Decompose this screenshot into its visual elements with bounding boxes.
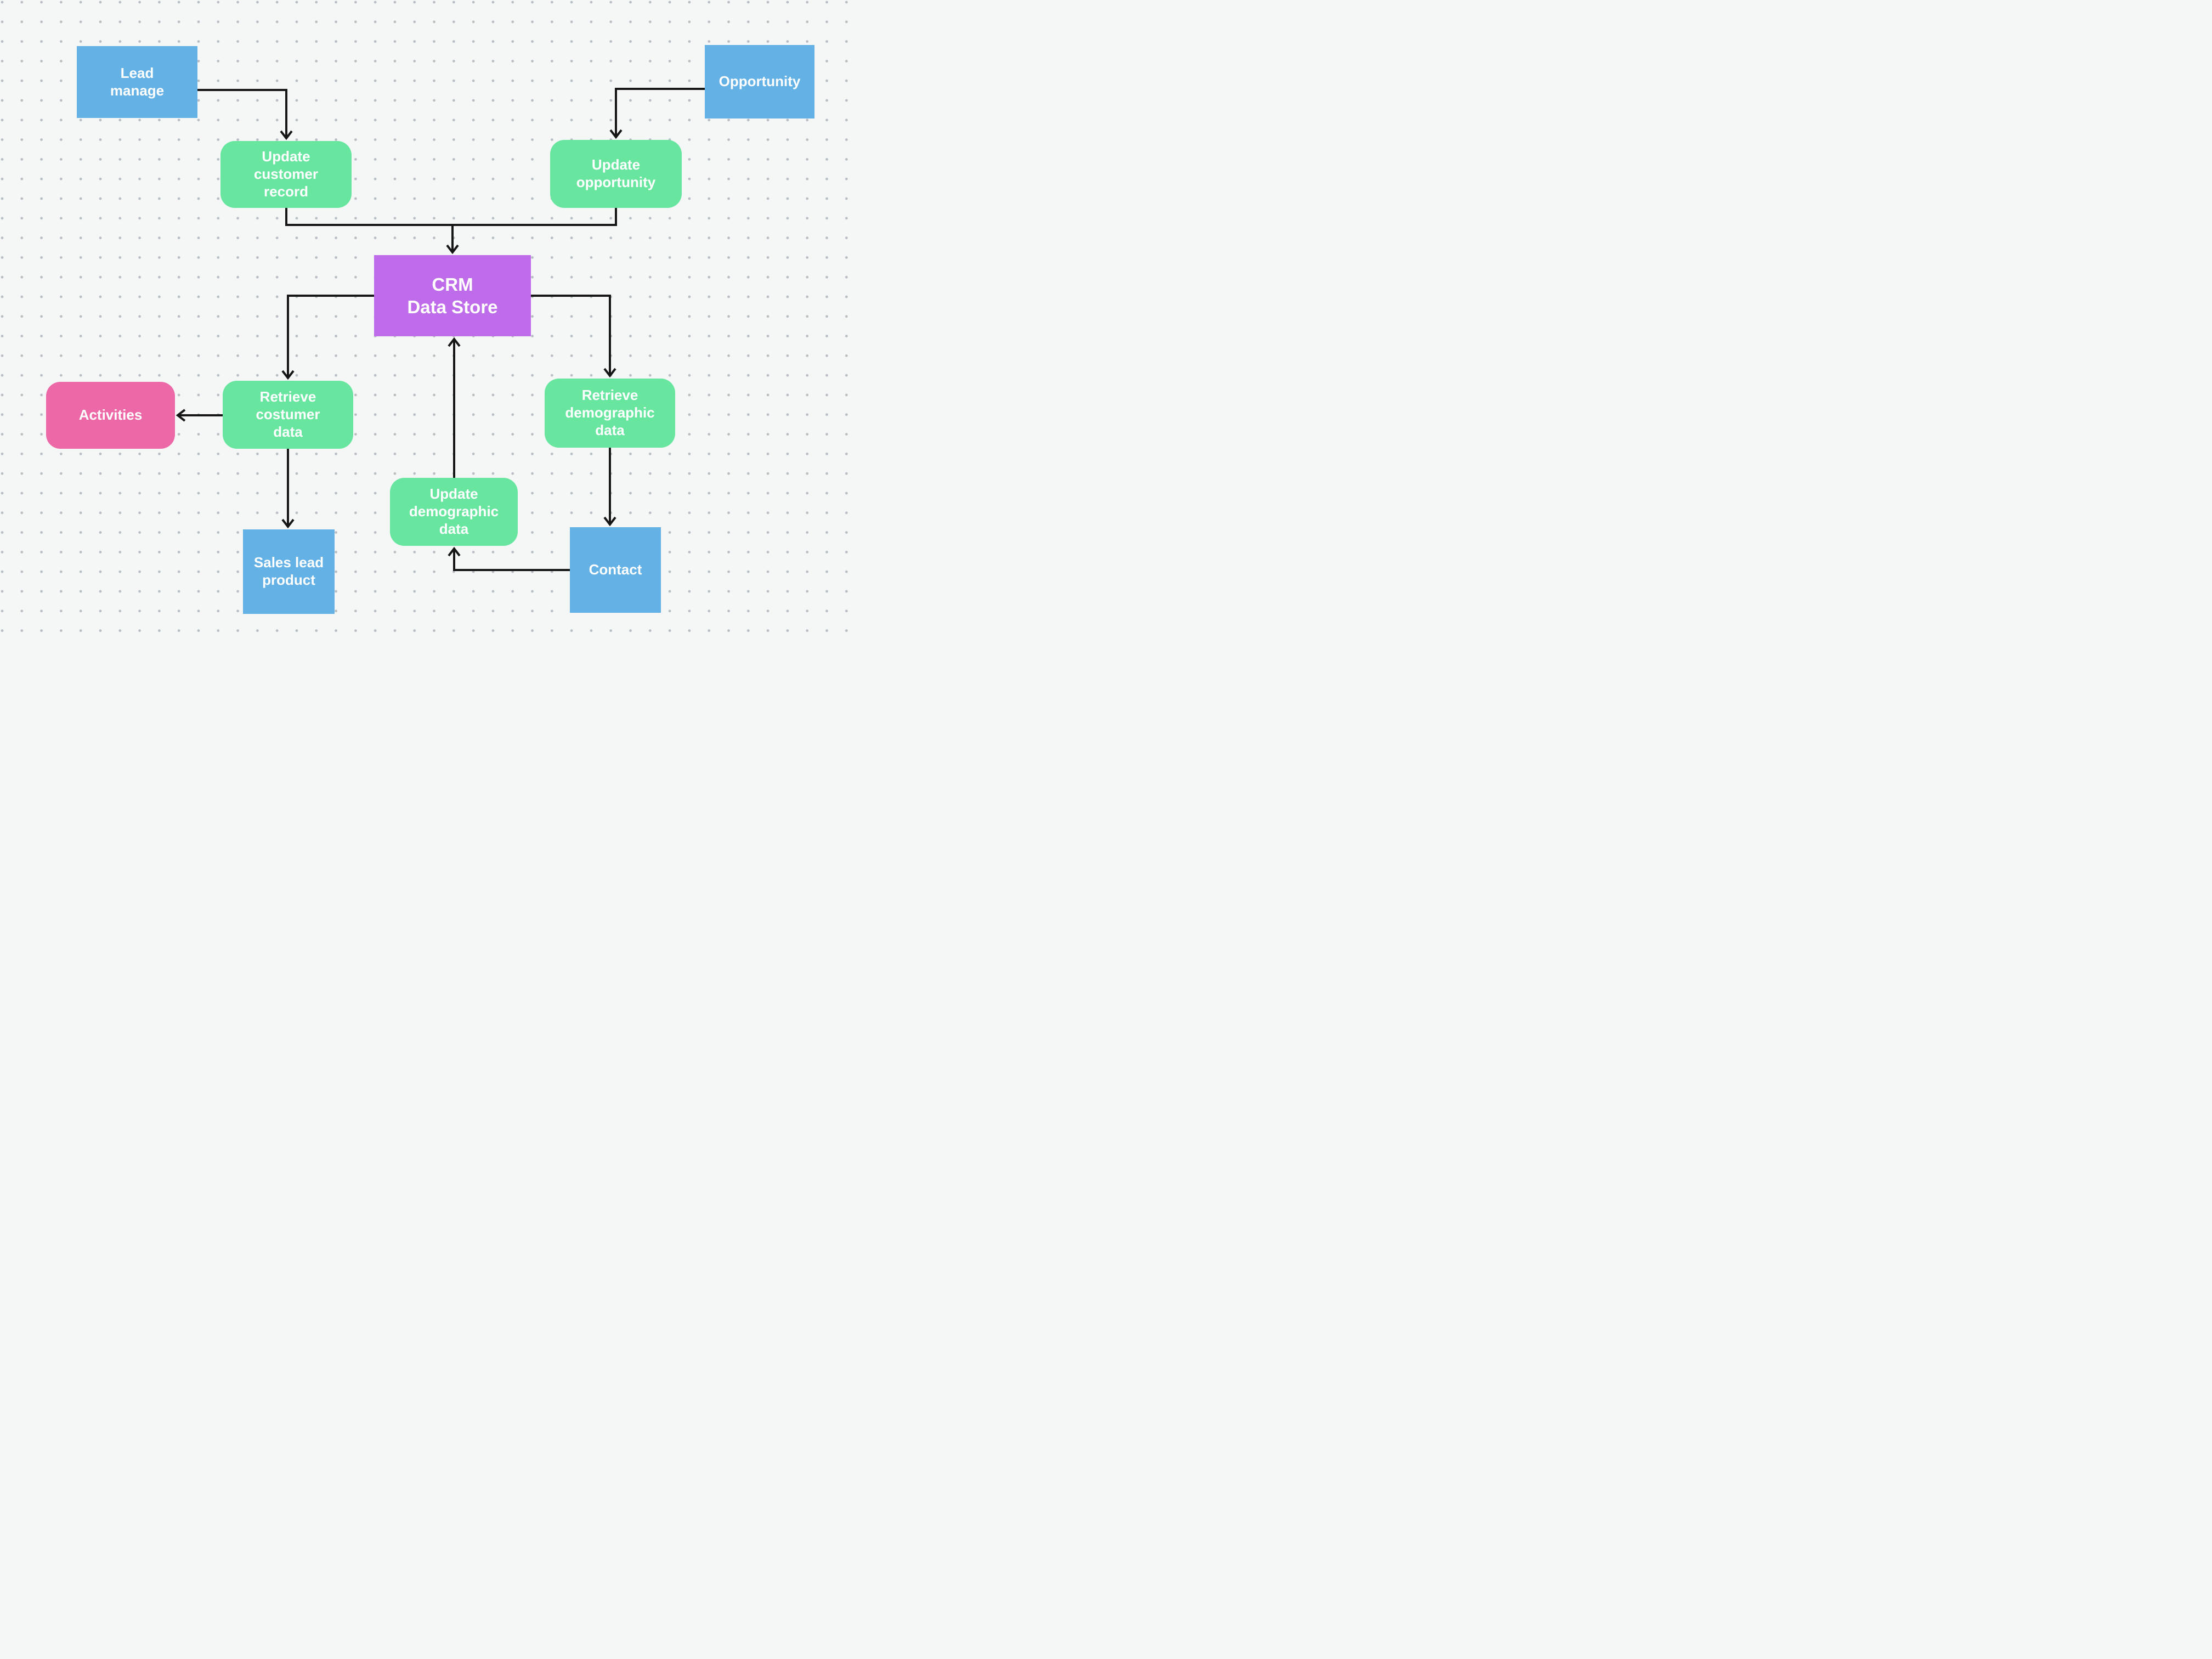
edge-crm-to-retrieve-costumer-data bbox=[281, 295, 374, 380]
node-lead-manage: Lead manage bbox=[77, 46, 197, 118]
node-label-update-demographic-data: Update demographic data bbox=[409, 486, 499, 537]
node-activities: Activities bbox=[46, 382, 175, 449]
node-sales-lead-product: Sales lead product bbox=[243, 529, 335, 614]
node-label-retrieve-demographic-data: Retrieve demographic data bbox=[565, 387, 655, 438]
node-label-update-opportunity: Update opportunity bbox=[576, 156, 656, 190]
connector-layer bbox=[176, 88, 705, 571]
node-label-activities: Activities bbox=[78, 407, 143, 424]
node-label-crm-data-store: CRM Data Store bbox=[407, 274, 498, 317]
node-label-contact: Contact bbox=[589, 561, 642, 578]
node-update-customer-record: Update customer record bbox=[220, 141, 352, 208]
node-retrieve-demographic-data: Retrieve demographic data bbox=[545, 379, 675, 448]
edge-lead-manage-to-update-customer-record bbox=[197, 89, 293, 140]
node-label-retrieve-costumer-data: Retrieve costumer data bbox=[256, 388, 320, 440]
node-opportunity: Opportunity bbox=[705, 45, 814, 119]
edge-opportunity-to-update-opportunity bbox=[609, 88, 705, 139]
edge-crm-to-retrieve-demographic-data bbox=[531, 295, 616, 378]
node-label-lead-manage: Lead manage bbox=[110, 64, 165, 99]
node-label-update-customer-record: Update customer record bbox=[253, 148, 319, 200]
node-crm-data-store: CRM Data Store bbox=[374, 255, 531, 336]
node-label-sales-lead-product: Sales lead product bbox=[253, 554, 324, 588]
edge-update-processes-merge-connector bbox=[285, 208, 617, 226]
edge-contact-to-update-demographic-data bbox=[448, 546, 570, 571]
node-update-demographic-data: Update demographic data bbox=[390, 478, 518, 546]
node-contact: Contact bbox=[570, 527, 661, 613]
node-update-opportunity: Update opportunity bbox=[550, 140, 682, 208]
node-retrieve-costumer-data: Retrieve costumer data bbox=[223, 381, 353, 449]
node-label-opportunity: Opportunity bbox=[719, 73, 801, 90]
